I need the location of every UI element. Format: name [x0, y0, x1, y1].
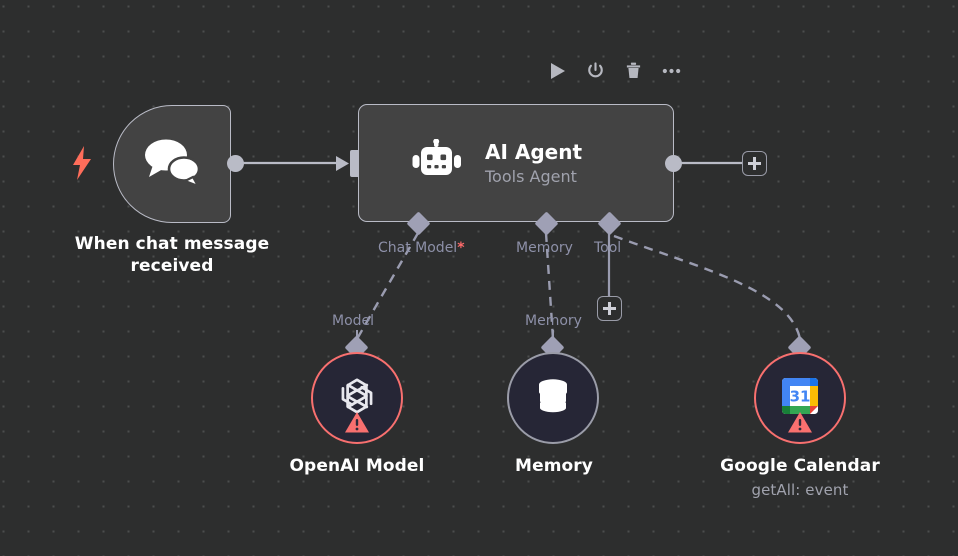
memory-node-label: Memory — [515, 456, 593, 476]
openai-model-port-label: Model — [332, 313, 375, 329]
power-icon — [586, 61, 605, 80]
calendar-day-number: 31 — [790, 388, 811, 406]
node-ai-agent[interactable]: AI Agent Tools Agent — [358, 104, 674, 222]
trigger-label-line2: received — [130, 256, 214, 276]
memory-port-label: Memory — [516, 240, 573, 256]
deactivate-button[interactable] — [582, 57, 609, 84]
trigger-output-port[interactable] — [227, 155, 244, 172]
add-node-after-agent-button[interactable] — [742, 151, 767, 176]
warning-triangle-icon — [344, 411, 370, 434]
calendar-node-label: Google Calendar getAll: event — [690, 455, 910, 500]
execute-workflow-button[interactable] — [544, 57, 571, 84]
warning-triangle-icon — [787, 411, 813, 434]
agent-title: AI Agent — [485, 139, 583, 164]
memory-subnode-port-label: Memory — [525, 313, 582, 329]
tool-port-label: Tool — [594, 240, 622, 256]
calendar-node-subtitle: getAll: event — [751, 481, 849, 499]
robot-icon — [411, 138, 463, 187]
trigger-node-label: When chat message received — [52, 233, 292, 277]
chat-bubbles-icon — [141, 135, 203, 193]
chat-model-port-label: Chat Model* — [378, 239, 465, 257]
agent-input-port[interactable] — [350, 150, 360, 177]
chat-model-required-marker: * — [457, 240, 465, 256]
database-icon — [529, 372, 577, 424]
trigger-label-line1: When chat message — [74, 234, 270, 254]
chat-model-port-label-text: Chat Model — [378, 240, 458, 256]
openai-node-label: OpenAI Model — [289, 456, 425, 476]
agent-input-arrow-icon — [336, 154, 350, 177]
trash-icon — [625, 61, 642, 80]
google-calendar-icon: 31 — [776, 372, 824, 424]
more-options-button[interactable] — [658, 57, 685, 84]
node-memory[interactable] — [507, 352, 599, 444]
calendar-node-title: Google Calendar — [720, 456, 880, 476]
node-google-calendar[interactable]: 31 — [754, 352, 846, 444]
agent-output-port[interactable] — [665, 155, 682, 172]
add-tool-button[interactable] — [597, 296, 622, 321]
agent-text-block: AI Agent Tools Agent — [485, 139, 582, 188]
ellipsis-icon — [662, 68, 681, 74]
node-toolbar[interactable] — [544, 57, 685, 84]
play-icon — [549, 62, 566, 80]
lightning-bolt-icon — [71, 146, 93, 180]
delete-button[interactable] — [620, 57, 647, 84]
agent-subtitle: Tools Agent — [485, 166, 577, 186]
node-openai-model[interactable] — [311, 352, 403, 444]
node-when-chat-message-received[interactable] — [113, 105, 231, 223]
